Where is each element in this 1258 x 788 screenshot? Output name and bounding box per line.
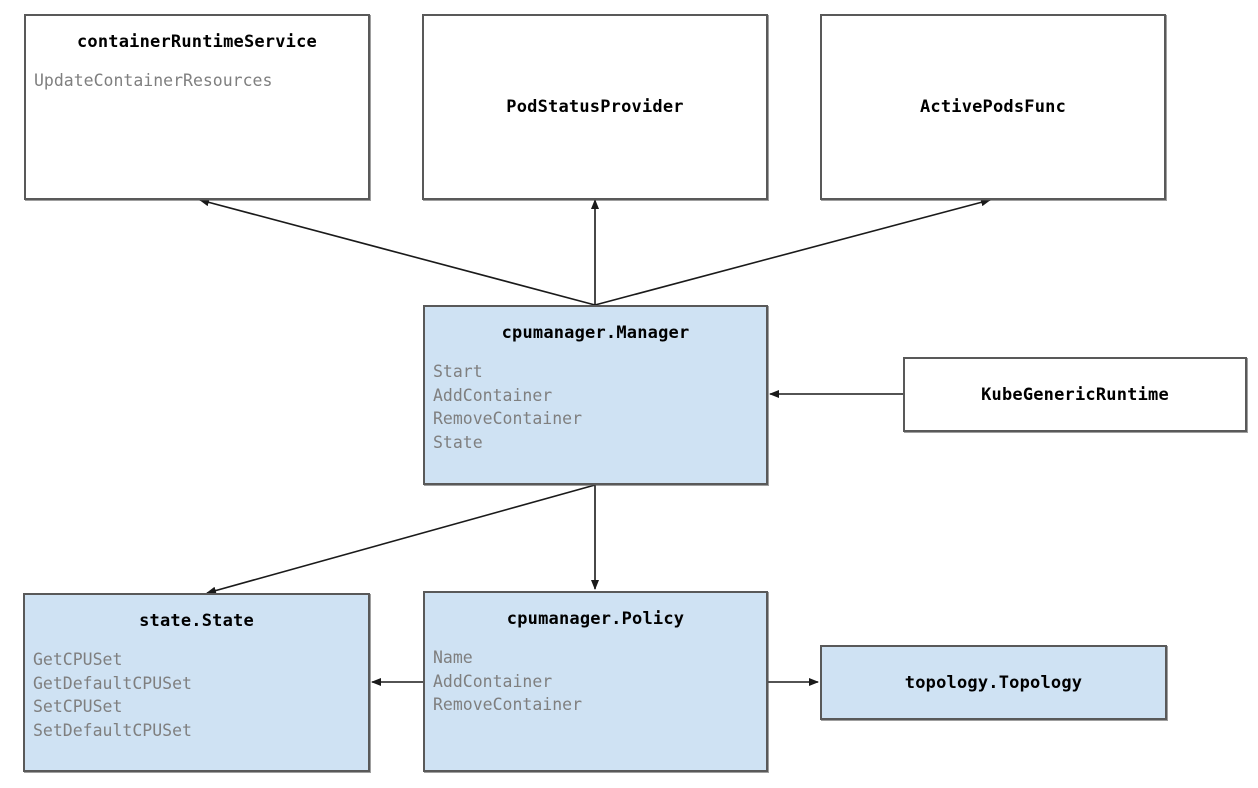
node-member: GetDefaultCPUSet — [33, 673, 192, 693]
node-member: RemoveContainer — [433, 695, 583, 714]
node-ActivePodsFunc[interactable]: ActivePodsFunc — [820, 14, 1166, 200]
node-KubeGenericRuntime[interactable]: KubeGenericRuntime — [903, 357, 1247, 432]
edge-manager-to-activePodsFunc — [594, 198, 991, 306]
node-member: RemoveContainer — [433, 409, 583, 428]
node-member: AddContainer — [433, 671, 553, 691]
node-topologyTopology[interactable]: topology.Topology — [820, 645, 1167, 720]
node-member: Start — [433, 362, 483, 381]
node-title: ActivePodsFunc — [919, 97, 1067, 117]
node-title: containerRuntimeService — [76, 32, 317, 52]
node-member: SetDefaultCPUSet — [33, 720, 192, 740]
node-member: GetCPUSet — [33, 650, 123, 669]
node-title: PodStatusProvider — [506, 97, 684, 117]
node-member: State — [433, 432, 483, 452]
node-member: SetCPUSet — [33, 697, 123, 716]
node-member: Name — [433, 648, 473, 667]
node-title: KubeGenericRuntime — [981, 384, 1169, 405]
edge-manager-to-containerRuntimeService — [199, 198, 596, 306]
node-member: AddContainer — [433, 385, 553, 405]
node-title: cpumanager.Manager — [501, 323, 690, 343]
node-PodStatusProvider[interactable]: PodStatusProvider — [422, 14, 768, 200]
node-member-list: UpdateContainerResources — [34, 69, 368, 93]
node-member: UpdateContainerResources — [34, 71, 273, 90]
node-title: cpumanager.Policy — [506, 609, 685, 629]
edge-manager-to-stateState — [206, 484, 596, 595]
node-title: state.State — [139, 611, 254, 631]
node-title: topology.Topology — [904, 672, 1083, 693]
